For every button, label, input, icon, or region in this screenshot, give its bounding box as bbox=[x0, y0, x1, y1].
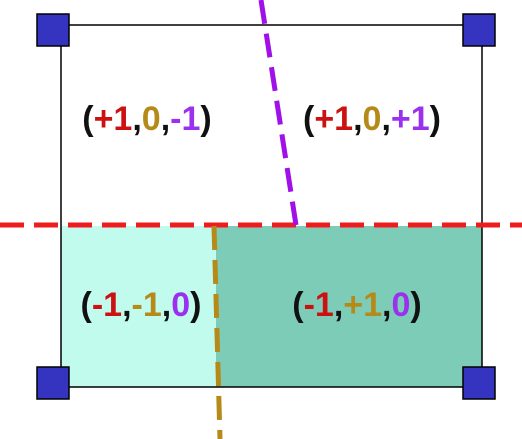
red-component: -1 bbox=[304, 286, 334, 324]
corner-vertex-top-right bbox=[462, 13, 496, 47]
gold-dashed-line bbox=[211, 225, 223, 439]
red-component: +1 bbox=[314, 100, 353, 138]
corner-vertex-bottom-left bbox=[36, 366, 70, 400]
red-component: -1 bbox=[92, 286, 122, 324]
tuple-label-upper-left: (+1,0,-1) bbox=[82, 100, 211, 138]
comma: , bbox=[334, 286, 343, 324]
gold-component: -1 bbox=[132, 286, 162, 324]
comma: , bbox=[353, 100, 362, 138]
open-paren: ( bbox=[81, 286, 93, 324]
comma: , bbox=[122, 286, 131, 324]
purple-component: 0 bbox=[171, 286, 190, 324]
tuple-label-lower-right: (-1,+1,0) bbox=[292, 286, 421, 324]
tuple-label-upper-right: (+1,0,+1) bbox=[303, 100, 441, 138]
purple-component: +1 bbox=[391, 100, 430, 138]
gold-component: +1 bbox=[343, 286, 382, 324]
comma: , bbox=[132, 100, 141, 138]
close-paren: ) bbox=[200, 100, 211, 138]
open-paren: ( bbox=[303, 100, 315, 138]
comma: , bbox=[162, 286, 171, 324]
red-component: +1 bbox=[94, 100, 133, 138]
region-lower-left-fill bbox=[61, 226, 216, 387]
comma: , bbox=[161, 100, 170, 138]
purple-component: 0 bbox=[391, 286, 410, 324]
comma: , bbox=[381, 100, 390, 138]
tuple-label-lower-left: (-1,-1,0) bbox=[81, 286, 202, 324]
gold-component: 0 bbox=[142, 100, 161, 138]
open-paren: ( bbox=[292, 286, 304, 324]
bounding-rectangle bbox=[60, 24, 483, 388]
close-paren: ) bbox=[430, 100, 441, 138]
purple-dashed-line bbox=[258, 0, 299, 226]
corner-vertex-top-left bbox=[36, 13, 70, 47]
close-paren: ) bbox=[410, 286, 421, 324]
comma: , bbox=[382, 286, 391, 324]
gold-component: 0 bbox=[363, 100, 382, 138]
open-paren: ( bbox=[82, 100, 94, 138]
purple-component: -1 bbox=[170, 100, 200, 138]
corner-vertex-bottom-right bbox=[462, 366, 496, 400]
close-paren: ) bbox=[190, 286, 201, 324]
region-lower-right-fill bbox=[216, 226, 482, 387]
